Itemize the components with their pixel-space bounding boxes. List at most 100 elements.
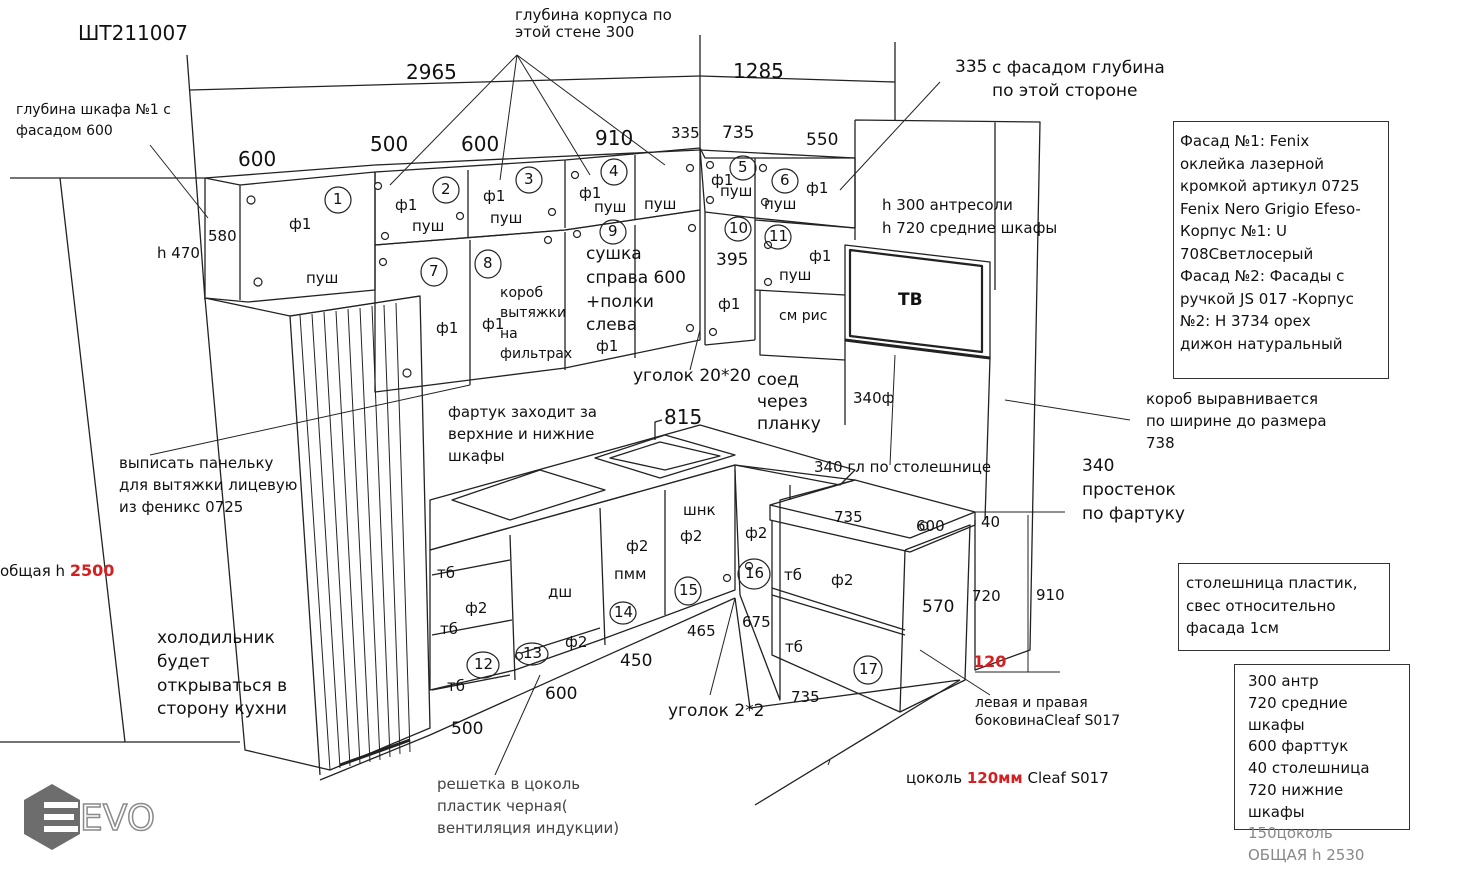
note-joint: соед через планку: [757, 370, 821, 435]
dim-395: 395: [716, 250, 749, 270]
mark-f1: ф1: [711, 171, 734, 189]
dim-h470: h 470: [157, 244, 200, 262]
dim-500-top: 500: [370, 132, 409, 156]
note-grille: решетка в цоколь пластик черная( вентиля…: [437, 775, 620, 837]
cabinet-number: 4: [609, 162, 619, 180]
mark-push: пуш: [412, 217, 445, 235]
note-depth-right: с фасадом глубина по этой стороне: [992, 58, 1165, 101]
dim-600-bot: 600: [545, 684, 578, 704]
dim-910-top: 910: [595, 126, 634, 150]
note-wall340: 340 простенок по фартуку: [1082, 456, 1185, 524]
note-plinth: цоколь 120мм Cleaf S017: [906, 769, 1109, 787]
heights-row: 720 средние шкафы: [1248, 693, 1348, 734]
dim-335-right: 335: [955, 57, 988, 77]
cabinet-number: 5: [738, 158, 748, 176]
cabinet-number: 3: [524, 170, 534, 188]
mark-push: пуш: [490, 209, 523, 227]
mark-push: пуш: [594, 198, 627, 216]
dim-600b-top: 600: [461, 132, 500, 156]
mark-push: пуш: [306, 269, 339, 287]
mark-f1: ф1: [718, 295, 741, 313]
note-corner2: уголок 2*2: [668, 701, 765, 721]
heights-box: 300 антр 720 средние шкафы 600 фарттук 4…: [1234, 664, 1410, 864]
mark-push: пуш: [779, 266, 812, 284]
fridge-ribs: [299, 302, 411, 771]
mark-tb: тб: [785, 638, 803, 656]
dim-580: 580: [208, 227, 237, 245]
note-dryer: сушка справа 600 +полки слева: [586, 244, 686, 336]
mark-f1: ф1: [579, 184, 602, 202]
mark-f1: ф1: [596, 337, 619, 355]
heights-row: 720 нижние шкафы: [1248, 780, 1344, 821]
dim-735-top: 735: [722, 123, 755, 143]
dim-height-line: [0, 177, 240, 743]
mark-f1: ф1: [483, 187, 506, 205]
mark-f2: ф2: [745, 524, 768, 542]
tall-column: [854, 119, 1041, 671]
note-box738: короб выравнивается по ширине до размера…: [1146, 390, 1327, 452]
leader-lines: [149, 54, 1131, 776]
mark-f2: ф2: [565, 633, 588, 651]
dim-335-top: 335: [671, 124, 700, 142]
mark-tb: тб: [437, 564, 455, 582]
cabinet-number: 8: [483, 254, 493, 272]
mark-f1: ф1: [289, 215, 312, 233]
mark-f2: ф2: [831, 571, 854, 589]
dim-910: 910: [1036, 586, 1065, 604]
dim-735-bot: 735: [791, 688, 820, 706]
total-h-label: общая h: [0, 562, 66, 580]
upper-cabinet-row-2: [374, 209, 701, 393]
sink: [594, 434, 736, 479]
countertop-text: столешница пластик, свес относительно фа…: [1186, 574, 1358, 637]
evo-logo: EVO: [24, 784, 156, 850]
mark-tb: тб: [447, 677, 465, 695]
logo-text: EVO: [80, 798, 155, 839]
mark-f1: ф1: [809, 247, 832, 265]
cabinet-number: 17: [859, 660, 879, 678]
cabinet-number: 10: [729, 219, 749, 237]
dim-675: 675: [742, 613, 771, 631]
plinth-height: 120мм: [966, 769, 1023, 787]
mark-f2: ф2: [680, 527, 703, 545]
plinth-label: цоколь: [906, 769, 963, 787]
dim-550-top: 550: [806, 130, 839, 150]
mark-f1: ф1: [395, 196, 418, 214]
countertop-box: столешница пластик, свес относительно фа…: [1178, 563, 1390, 651]
floor-line: [319, 597, 961, 806]
cabinet-number: 15: [679, 581, 699, 599]
note-gl340: 340 гл по столешнице: [814, 458, 992, 476]
total-h-value: 2500: [69, 561, 115, 580]
mark-push: пуш: [720, 182, 753, 200]
cabinet-number: 9: [608, 222, 618, 240]
dim-500-bot: 500: [451, 719, 484, 739]
mark-f1: ф1: [482, 315, 505, 333]
island-top: [769, 479, 976, 553]
heights-row: 150цоколь: [1248, 824, 1333, 843]
note-apron: фартук заходит за верхние и нижние шкафы: [448, 403, 597, 465]
dim-720: 720: [972, 587, 1001, 605]
dim-600-mid: 600: [916, 517, 945, 535]
pmm-label: пмм: [614, 565, 647, 583]
drawing-title: ШТ211007: [78, 21, 188, 45]
dim-465: 465: [687, 622, 716, 640]
note-antresol: h 300 антресоли h 720 средние шкафы: [882, 196, 1058, 237]
mark-push: пуш: [644, 195, 677, 213]
heights-row: 300 антр: [1248, 672, 1319, 690]
cabinet-number: 16: [745, 564, 765, 582]
dim-340f: 340ф: [853, 389, 895, 407]
cabinet-number: 12: [474, 655, 494, 673]
dim-450: 450: [620, 651, 653, 671]
island-base: [771, 520, 971, 713]
base-corner: [734, 464, 856, 701]
mark-f1: ф1: [436, 319, 459, 337]
heights-row: ОБЩАЯ h 2530: [1248, 846, 1365, 864]
cabinet-number: 1: [333, 190, 343, 208]
dim-735-mid: 735: [834, 508, 863, 526]
note-total-h: общая h 2500: [0, 561, 115, 580]
dim-600-top: 600: [238, 147, 277, 171]
note-depth-top: глубина корпуса по этой стене 300: [515, 6, 672, 42]
note-panel: выписать панельку для вытяжки лицевую из…: [119, 454, 298, 516]
dim-40: 40: [981, 513, 1001, 531]
cabinet-number: 13: [523, 644, 543, 662]
dim-line-right: [699, 75, 896, 83]
